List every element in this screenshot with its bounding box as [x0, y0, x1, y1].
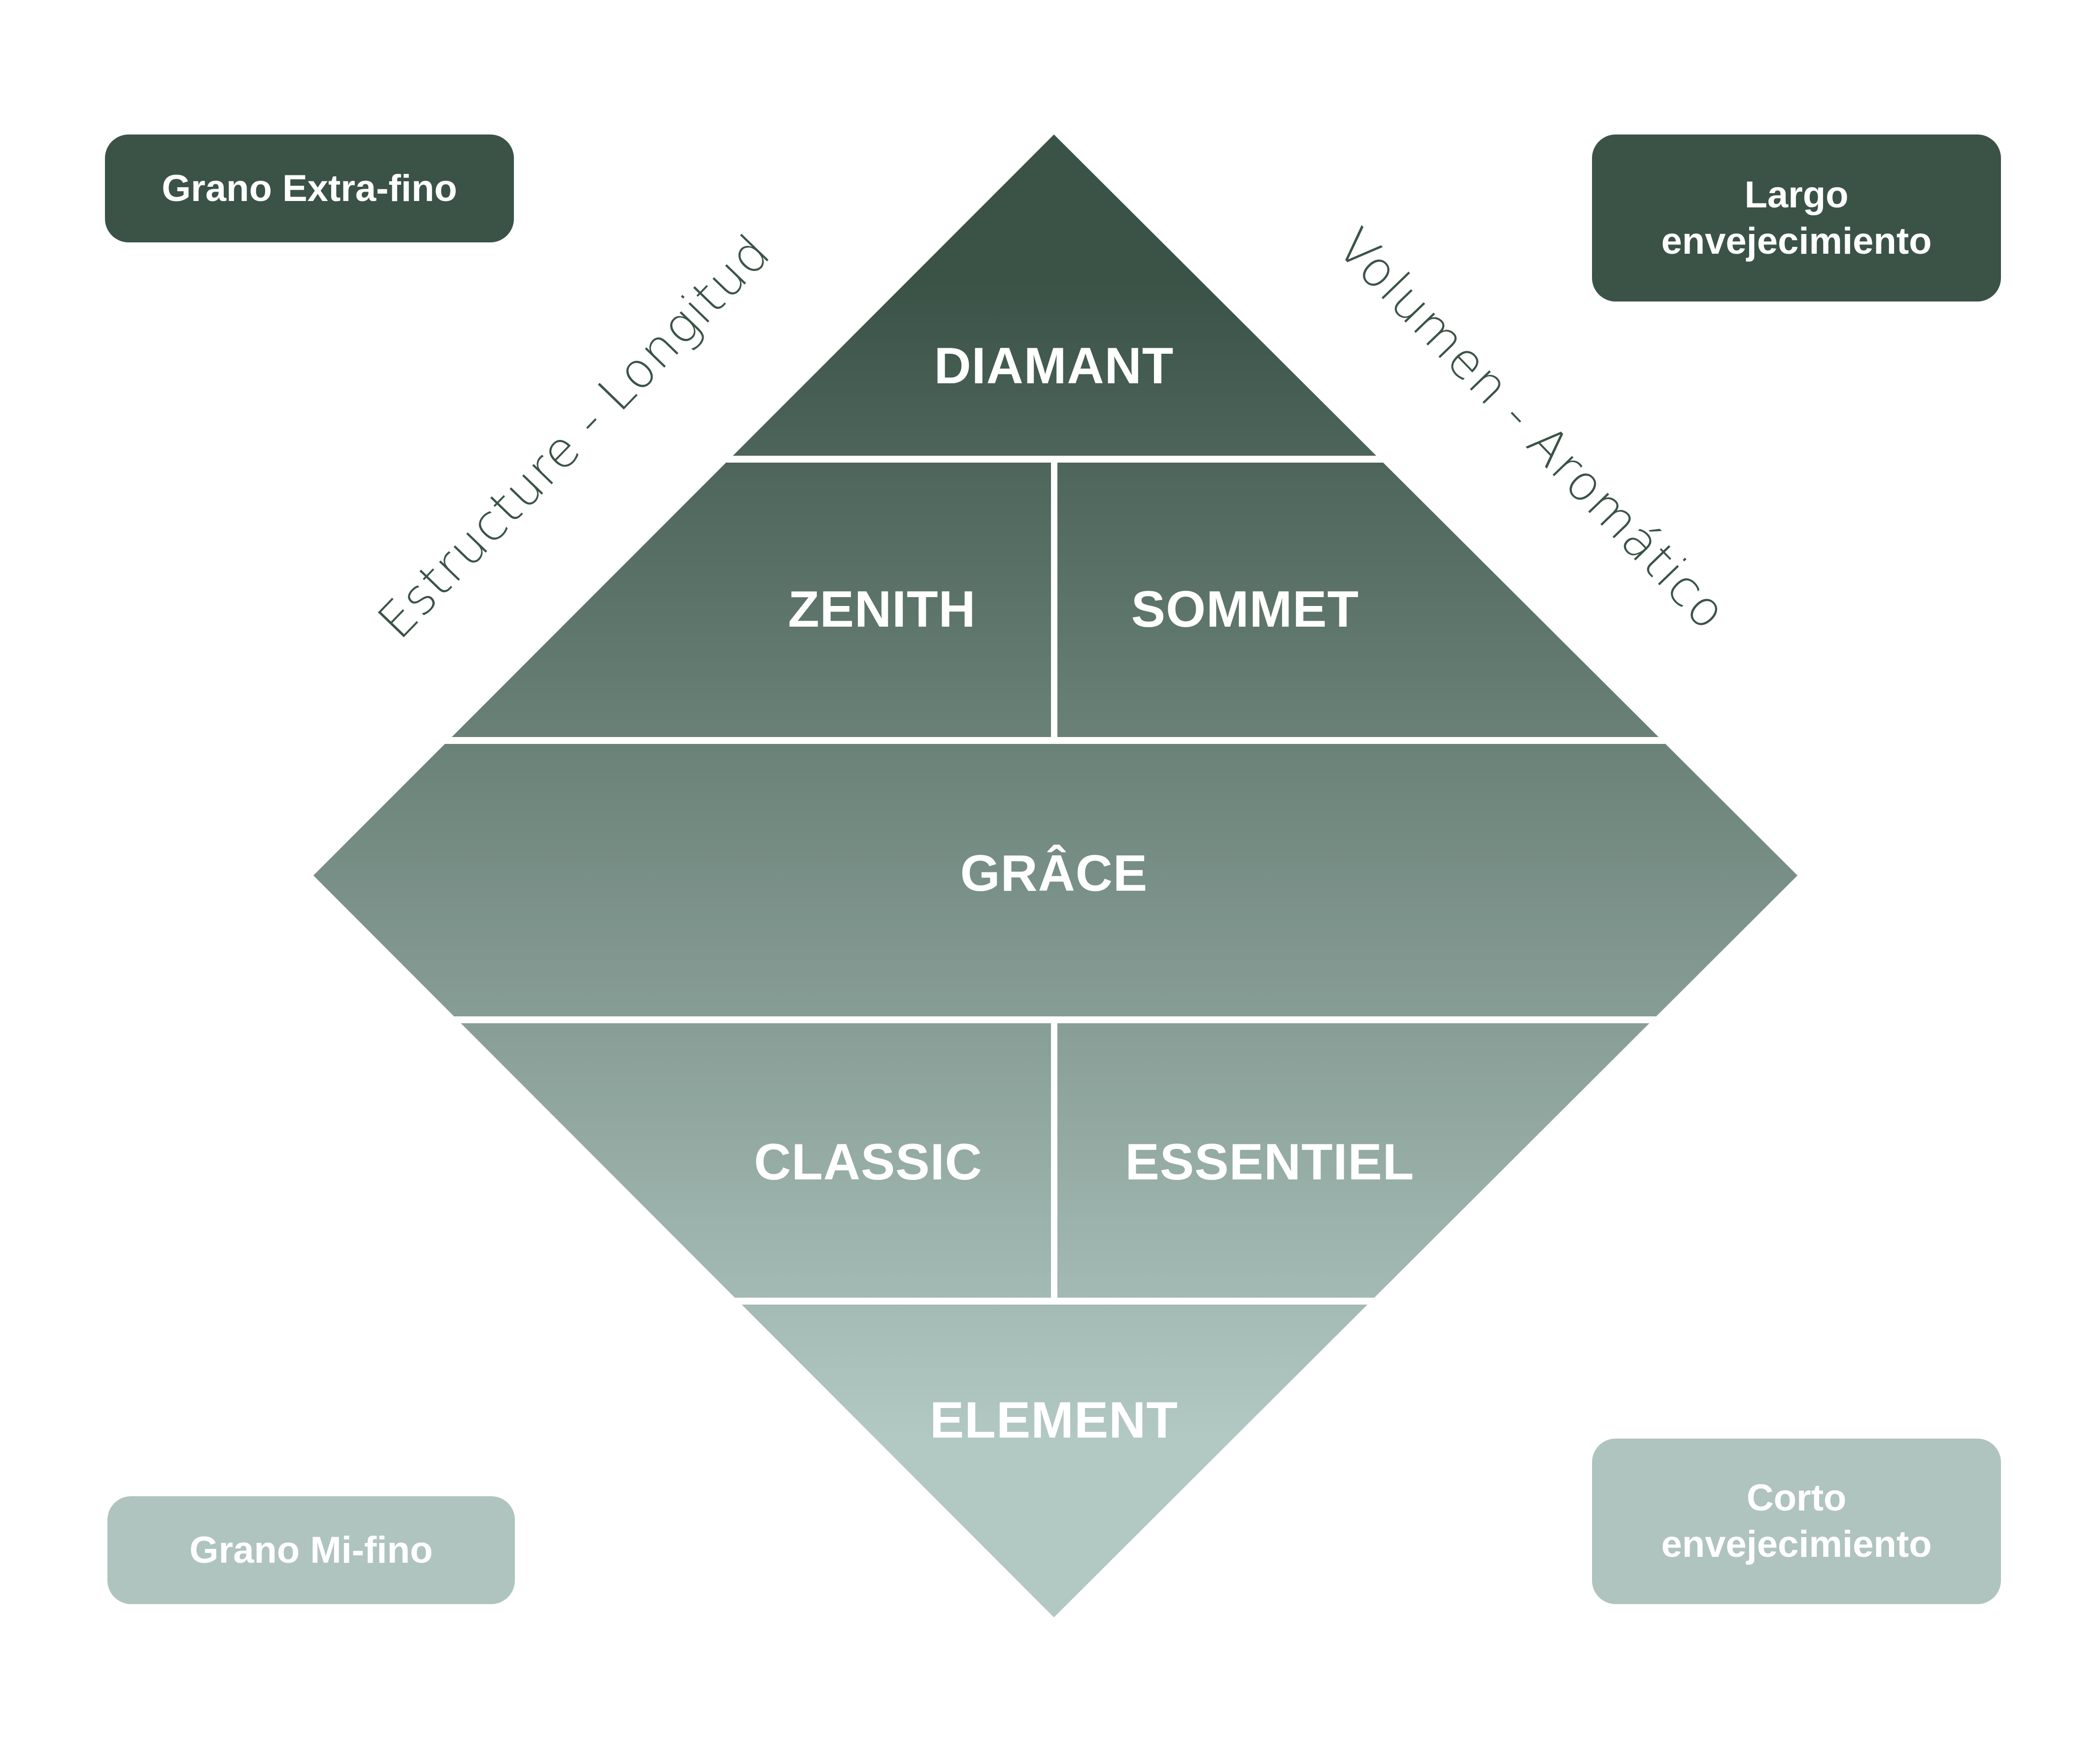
divider-2 — [313, 737, 1797, 744]
corner-box-bottom-right: Corto envejecimiento — [1592, 1439, 2001, 1604]
corner-text-top-right-2: envejecimiento — [1661, 220, 1932, 262]
divider-vertical-lower — [1051, 1023, 1057, 1298]
corner-box-top-right: Largo envejecimiento — [1592, 134, 2001, 302]
tier-classic: CLASSIC — [754, 1134, 982, 1191]
corner-box-bottom-left: Grano Mi-fino — [107, 1496, 515, 1604]
corner-text-bottom-left: Grano Mi-fino — [189, 1529, 433, 1571]
divider-4 — [313, 1298, 1797, 1305]
tier-grace: GRÂCE — [960, 845, 1148, 902]
tier-sommet: SOMMET — [1131, 581, 1359, 638]
divider-3 — [313, 1016, 1797, 1023]
tier-essentiel: ESSENTIEL — [1125, 1134, 1415, 1191]
corner-text-bottom-right-1: Corto — [1746, 1477, 1847, 1519]
corner-text-top-left: Grano Extra-fino — [162, 167, 457, 209]
tier-element: ELEMENT — [930, 1392, 1178, 1449]
tier-diamant: DIAMANT — [934, 337, 1174, 395]
tier-zenith: ZENITH — [788, 581, 976, 638]
corner-text-top-right-1: Largo — [1744, 173, 1849, 216]
divider-vertical-upper — [1051, 463, 1057, 737]
corner-box-top-left: Grano Extra-fino — [105, 134, 514, 242]
corner-text-bottom-right-2: envejecimiento — [1661, 1523, 1932, 1565]
